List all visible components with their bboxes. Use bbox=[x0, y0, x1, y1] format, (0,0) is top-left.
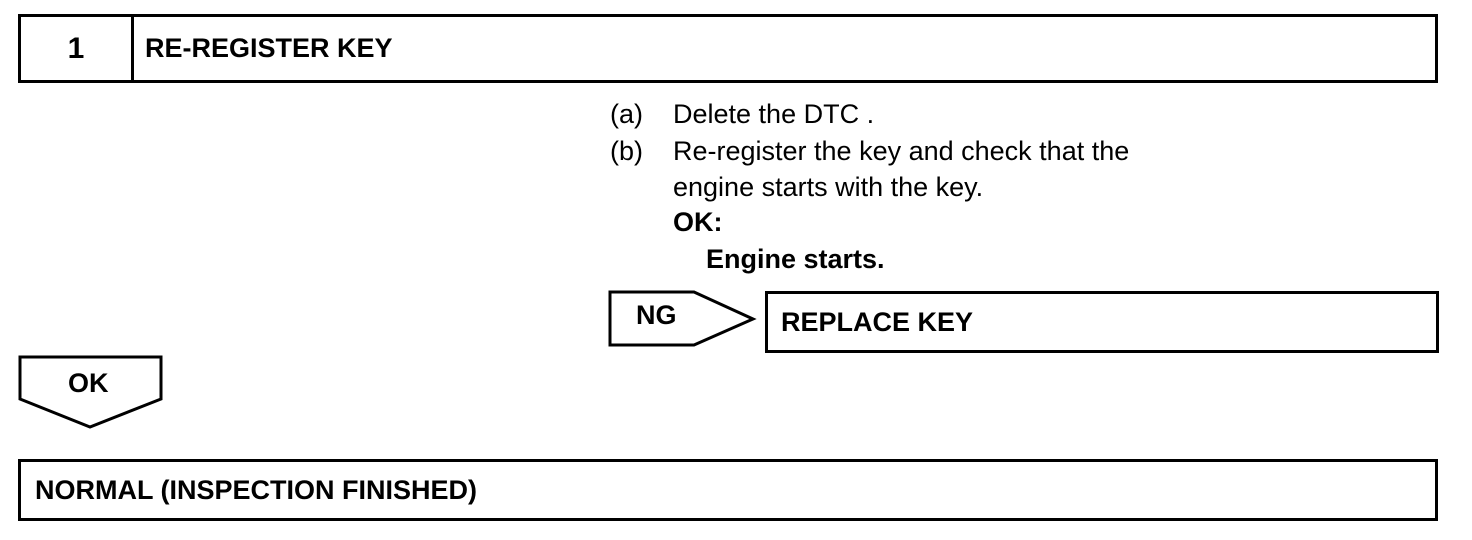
ng-arrow-icon bbox=[608, 290, 757, 347]
step-number: 1 bbox=[21, 17, 134, 80]
step-header: 1 RE-REGISTER KEY bbox=[18, 14, 1438, 83]
ng-label: NG bbox=[636, 300, 677, 330]
ok-criteria-text: Engine starts. bbox=[706, 244, 885, 274]
ok-criteria-heading: OK: bbox=[673, 207, 723, 237]
instruction-text: engine starts with the key. bbox=[673, 172, 984, 202]
instruction-label: (b) bbox=[610, 136, 643, 166]
ng-result-box: REPLACE KEY bbox=[765, 291, 1439, 353]
ok-label: OK bbox=[68, 368, 109, 398]
instruction-text: Delete the DTC . bbox=[673, 99, 875, 129]
final-result-box: NORMAL (INSPECTION FINISHED) bbox=[18, 459, 1438, 521]
instruction-text: Re-register the key and check that the bbox=[673, 136, 1130, 166]
step-title: RE-REGISTER KEY bbox=[145, 33, 393, 63]
ok-arrow-icon bbox=[18, 355, 163, 429]
instruction-label: (a) bbox=[610, 99, 643, 129]
